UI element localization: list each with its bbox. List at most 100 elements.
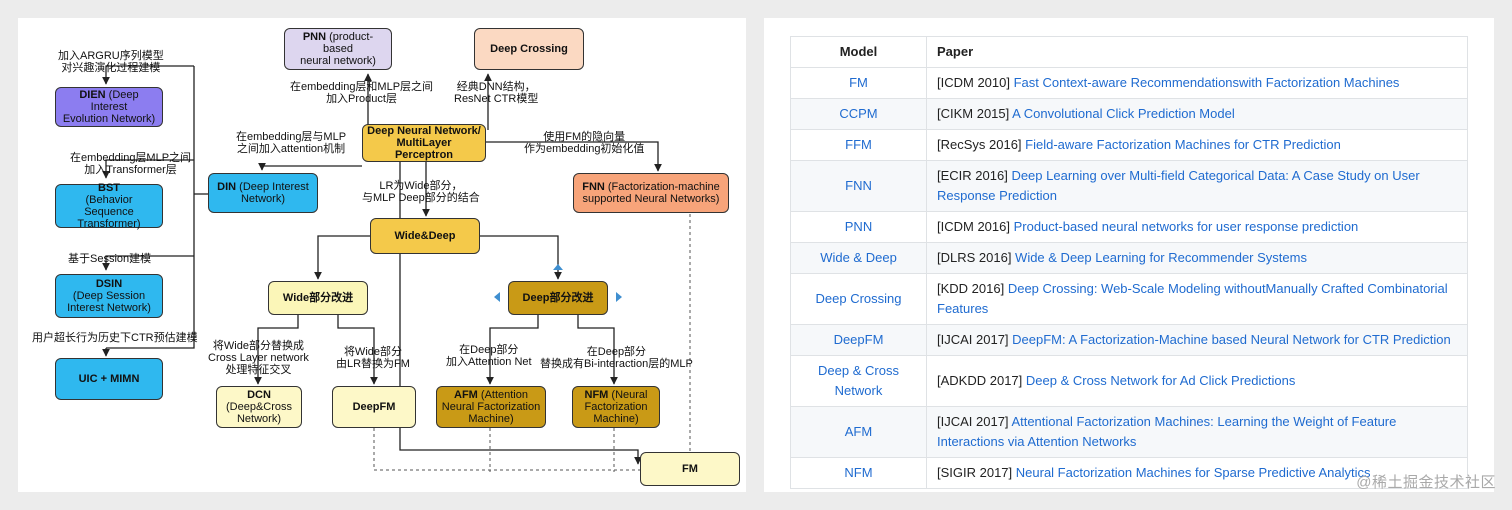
table-row: NFM[SIGIR 2017] Neural Factorization Mac… xyxy=(790,457,1468,489)
model-cell[interactable]: FM xyxy=(790,67,927,99)
arrow-to-fm xyxy=(399,160,642,465)
uic-mimn-node: UIC + MIMN xyxy=(55,358,163,400)
arrow-to-nfm xyxy=(577,314,618,385)
paper-venue: [ADKDD 2017] xyxy=(937,373,1026,388)
din-annotation: 在embedding层与MLP 之间加入attention机制 xyxy=(236,131,347,155)
up-triangle-icon xyxy=(553,264,563,270)
model-cell[interactable]: CCPM xyxy=(790,98,927,130)
model-cell[interactable]: NFM xyxy=(790,457,927,489)
paper-venue: [ECIR 2016] xyxy=(937,168,1012,183)
deepfm-annotation: 将Wide部分 由LR替换为FM xyxy=(336,346,410,370)
table-header-row: Model Paper xyxy=(790,36,1468,68)
model-cell[interactable]: FNN xyxy=(790,160,927,212)
paper-title-link[interactable]: Fast Context-aware Recommendationswith F… xyxy=(1013,75,1400,90)
paper-title-link[interactable]: Deep Learning over Multi-field Categoric… xyxy=(937,168,1420,203)
model-cell[interactable]: DeepFM xyxy=(790,324,927,356)
arrow-to-dien xyxy=(102,65,194,85)
paper-venue: [KDD 2016] xyxy=(937,281,1008,296)
dcn-annotation: 将Wide部分替换成 Cross Layer network 处理特征交叉 xyxy=(208,340,309,376)
deepfm-node: DeepFM xyxy=(332,386,416,428)
table-row: FNN[ECIR 2016] Deep Learning over Multi-… xyxy=(790,160,1468,212)
table-row: PNN[ICDM 2016] Product-based neural netw… xyxy=(790,211,1468,243)
paper-venue: [ICDM 2010] xyxy=(937,75,1014,90)
paper-cell: [ICDM 2010] Fast Context-aware Recommend… xyxy=(926,67,1468,99)
table-row: FFM[RecSys 2016] Field-aware Factorizati… xyxy=(790,129,1468,161)
paper-title-link[interactable]: DeepFM: A Factorization-Machine based Ne… xyxy=(1012,332,1451,347)
paper-venue: [CIKM 2015] xyxy=(937,106,1013,121)
diagram-connectors xyxy=(102,65,691,472)
deep-improve-node: Deep部分改进 xyxy=(508,281,608,315)
paper-venue: [IJCAI 2017] xyxy=(937,332,1013,347)
arrow-to-fnn xyxy=(486,141,662,172)
table-row: FM[ICDM 2010] Fast Context-aware Recomme… xyxy=(790,67,1468,99)
pnn-annotation: 在embedding层和MLP层之间 加入Product层 xyxy=(290,81,434,105)
deep-crossing-annotation: 经典DNN结构， ResNet CTR模型 xyxy=(454,81,539,105)
model-cell[interactable]: Deep Crossing xyxy=(790,273,927,325)
paper-cell: [ICDM 2016] Product-based neural network… xyxy=(926,211,1468,243)
table-row: Deep Crossing[KDD 2016] Deep Crossing: W… xyxy=(790,273,1468,325)
afm-node: AFM (Attention Neural Factorization Mach… xyxy=(436,386,546,428)
paper-table-panel: Model Paper FM[ICDM 2010] Fast Context-a… xyxy=(764,18,1494,492)
paper-cell: [ECIR 2016] Deep Learning over Multi-fie… xyxy=(926,160,1468,212)
fnn-annotation: 使用FM的隐向量 作为embedding初始化值 xyxy=(524,131,645,155)
paper-title-link[interactable]: A Convolutional Click Prediction Model xyxy=(1012,106,1235,121)
arrow-to-bst xyxy=(102,159,194,179)
deep-crossing-node: Deep Crossing xyxy=(474,28,584,70)
wide-deep-node: Wide&Deep xyxy=(370,218,480,254)
table-row: Wide & Deep[DLRS 2016] Wide & Deep Learn… xyxy=(790,242,1468,274)
arrow-to-afm xyxy=(486,314,539,385)
arrow-to-dsin xyxy=(102,255,194,271)
model-cell[interactable]: FFM xyxy=(790,129,927,161)
table-row: DeepFM[IJCAI 2017] DeepFM: A Factorizati… xyxy=(790,324,1468,356)
paper-cell: [DLRS 2016] Wide & Deep Learning for Rec… xyxy=(926,242,1468,274)
arrow-to-dcn xyxy=(254,314,299,385)
nfm-node: NFM (Neural Factorization Machine) xyxy=(572,386,660,428)
arrow-to-wide-improve xyxy=(314,235,370,280)
paper-title-link[interactable]: Neural Factorization Machines for Sparse… xyxy=(1015,465,1371,480)
fnn-node: FNN (Factorization-machine supported Neu… xyxy=(573,173,729,213)
paper-cell: [IJCAI 2017] Attentional Factorization M… xyxy=(926,406,1468,458)
model-cell[interactable]: AFM xyxy=(790,406,927,458)
fm-node: FM xyxy=(640,452,740,486)
dien-annotation: 加入ARGRU序列模型 对兴趣演化过程建模 xyxy=(58,50,164,74)
paper-title-link[interactable]: Field-aware Factorization Machines for C… xyxy=(1025,137,1341,152)
paper-venue: [SIGIR 2017] xyxy=(937,465,1016,480)
wide-improve-node: Wide部分改进 xyxy=(268,281,368,315)
paper-title-link[interactable]: Attentional Factorization Machines: Lear… xyxy=(937,414,1397,449)
paper-cell: [SIGIR 2017] Neural Factorization Machin… xyxy=(926,457,1468,489)
pnn-node: PNN (product-based neural network) xyxy=(284,28,392,70)
paper-venue: [DLRS 2016] xyxy=(937,250,1016,265)
model-evolution-diagram: 加入ARGRU序列模型 对兴趣演化过程建模 DIEN (Deep Interes… xyxy=(18,18,746,492)
paper-cell: [KDD 2016] Deep Crossing: Web-Scale Mode… xyxy=(926,273,1468,325)
paper-cell: [RecSys 2016] Field-aware Factorization … xyxy=(926,129,1468,161)
watermark: @稀土掘金技术社区 xyxy=(1356,474,1496,491)
wide-deep-annotation: LR为Wide部分， 与MLP Deep部分的结合 xyxy=(362,180,480,204)
dien-node: DIEN (Deep Interest Evolution Network) xyxy=(55,87,163,127)
paper-title-link[interactable]: Deep Crossing: Web-Scale Modeling withou… xyxy=(937,281,1448,316)
afm-annotation: 在Deep部分 加入Attention Net xyxy=(446,344,532,368)
uic-annotation: 用户超长行为历史下CTR预估建模 xyxy=(32,332,198,344)
paper-title-link[interactable]: Deep & Cross Network for Ad Click Predic… xyxy=(1025,373,1296,388)
bst-node: BST (Behavior Sequence Transformer) xyxy=(55,182,163,230)
paper-column-header: Paper xyxy=(926,36,1468,68)
paper-title-link[interactable]: Product-based neural networks for user r… xyxy=(1013,219,1359,234)
paper-title-link[interactable]: Wide & Deep Learning for Recommender Sys… xyxy=(1015,250,1307,265)
dcn-node: DCN (Deep&Cross Network) xyxy=(216,386,302,428)
table-row: CCPM[CIKM 2015] A Convolutional Click Pr… xyxy=(790,98,1468,130)
papers-table: Model Paper FM[ICDM 2010] Fast Context-a… xyxy=(790,36,1468,489)
arrow-to-deepfm xyxy=(337,314,378,385)
arrow-to-din xyxy=(258,162,362,171)
left-triangle-icon xyxy=(494,292,500,302)
model-cell[interactable]: PNN xyxy=(790,211,927,243)
paper-cell: [IJCAI 2017] DeepFM: A Factorization-Mac… xyxy=(926,324,1468,356)
paper-venue: [IJCAI 2017] xyxy=(937,414,1012,429)
model-cell[interactable]: Deep & Cross Network xyxy=(790,355,927,407)
din-node: DIN (Deep Interest Network) xyxy=(208,173,318,213)
model-cell[interactable]: Wide & Deep xyxy=(790,242,927,274)
bst-annotation: 在embedding层MLP之间 加入Transformer层 xyxy=(70,152,192,176)
model-column-header: Model xyxy=(790,36,927,68)
arrow-to-deep-improve xyxy=(480,235,562,280)
paper-cell: [CIKM 2015] A Convolutional Click Predic… xyxy=(926,98,1468,130)
paper-venue: [RecSys 2016] xyxy=(937,137,1026,152)
paper-cell: [ADKDD 2017] Deep & Cross Network for Ad… xyxy=(926,355,1468,407)
